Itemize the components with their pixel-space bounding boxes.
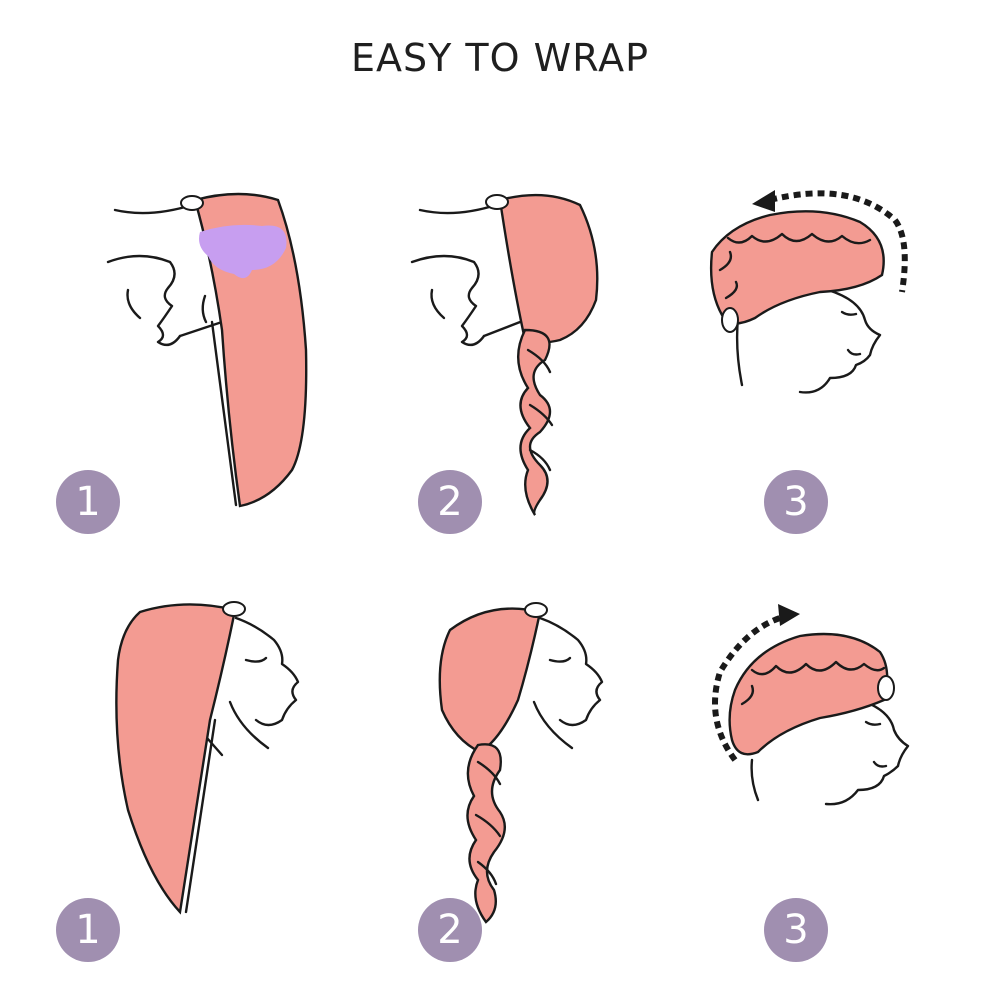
page-title: EASY TO WRAP [351, 36, 649, 80]
step-badge-row2-3: 3 [764, 898, 828, 962]
step-badge-row2-2: 2 [418, 898, 482, 962]
step-badge-row1-1: 1 [56, 470, 120, 534]
step-badge-row1-3: 3 [764, 470, 828, 534]
rotate-arrow-icon [752, 190, 775, 212]
step-badge-row2-1: 1 [56, 898, 120, 962]
rotate-arrow-icon [778, 604, 800, 626]
illustration-row2-step1 [115, 601, 300, 915]
illustration-row1-step3 [709, 190, 908, 394]
illustration-row1-step1 [106, 192, 308, 508]
illustration-row2-step2-a [410, 193, 599, 516]
illustration-row2-step2 [438, 602, 604, 924]
illustration-row2-step3 [712, 604, 910, 806]
step-badge-row1-2: 2 [418, 470, 482, 534]
